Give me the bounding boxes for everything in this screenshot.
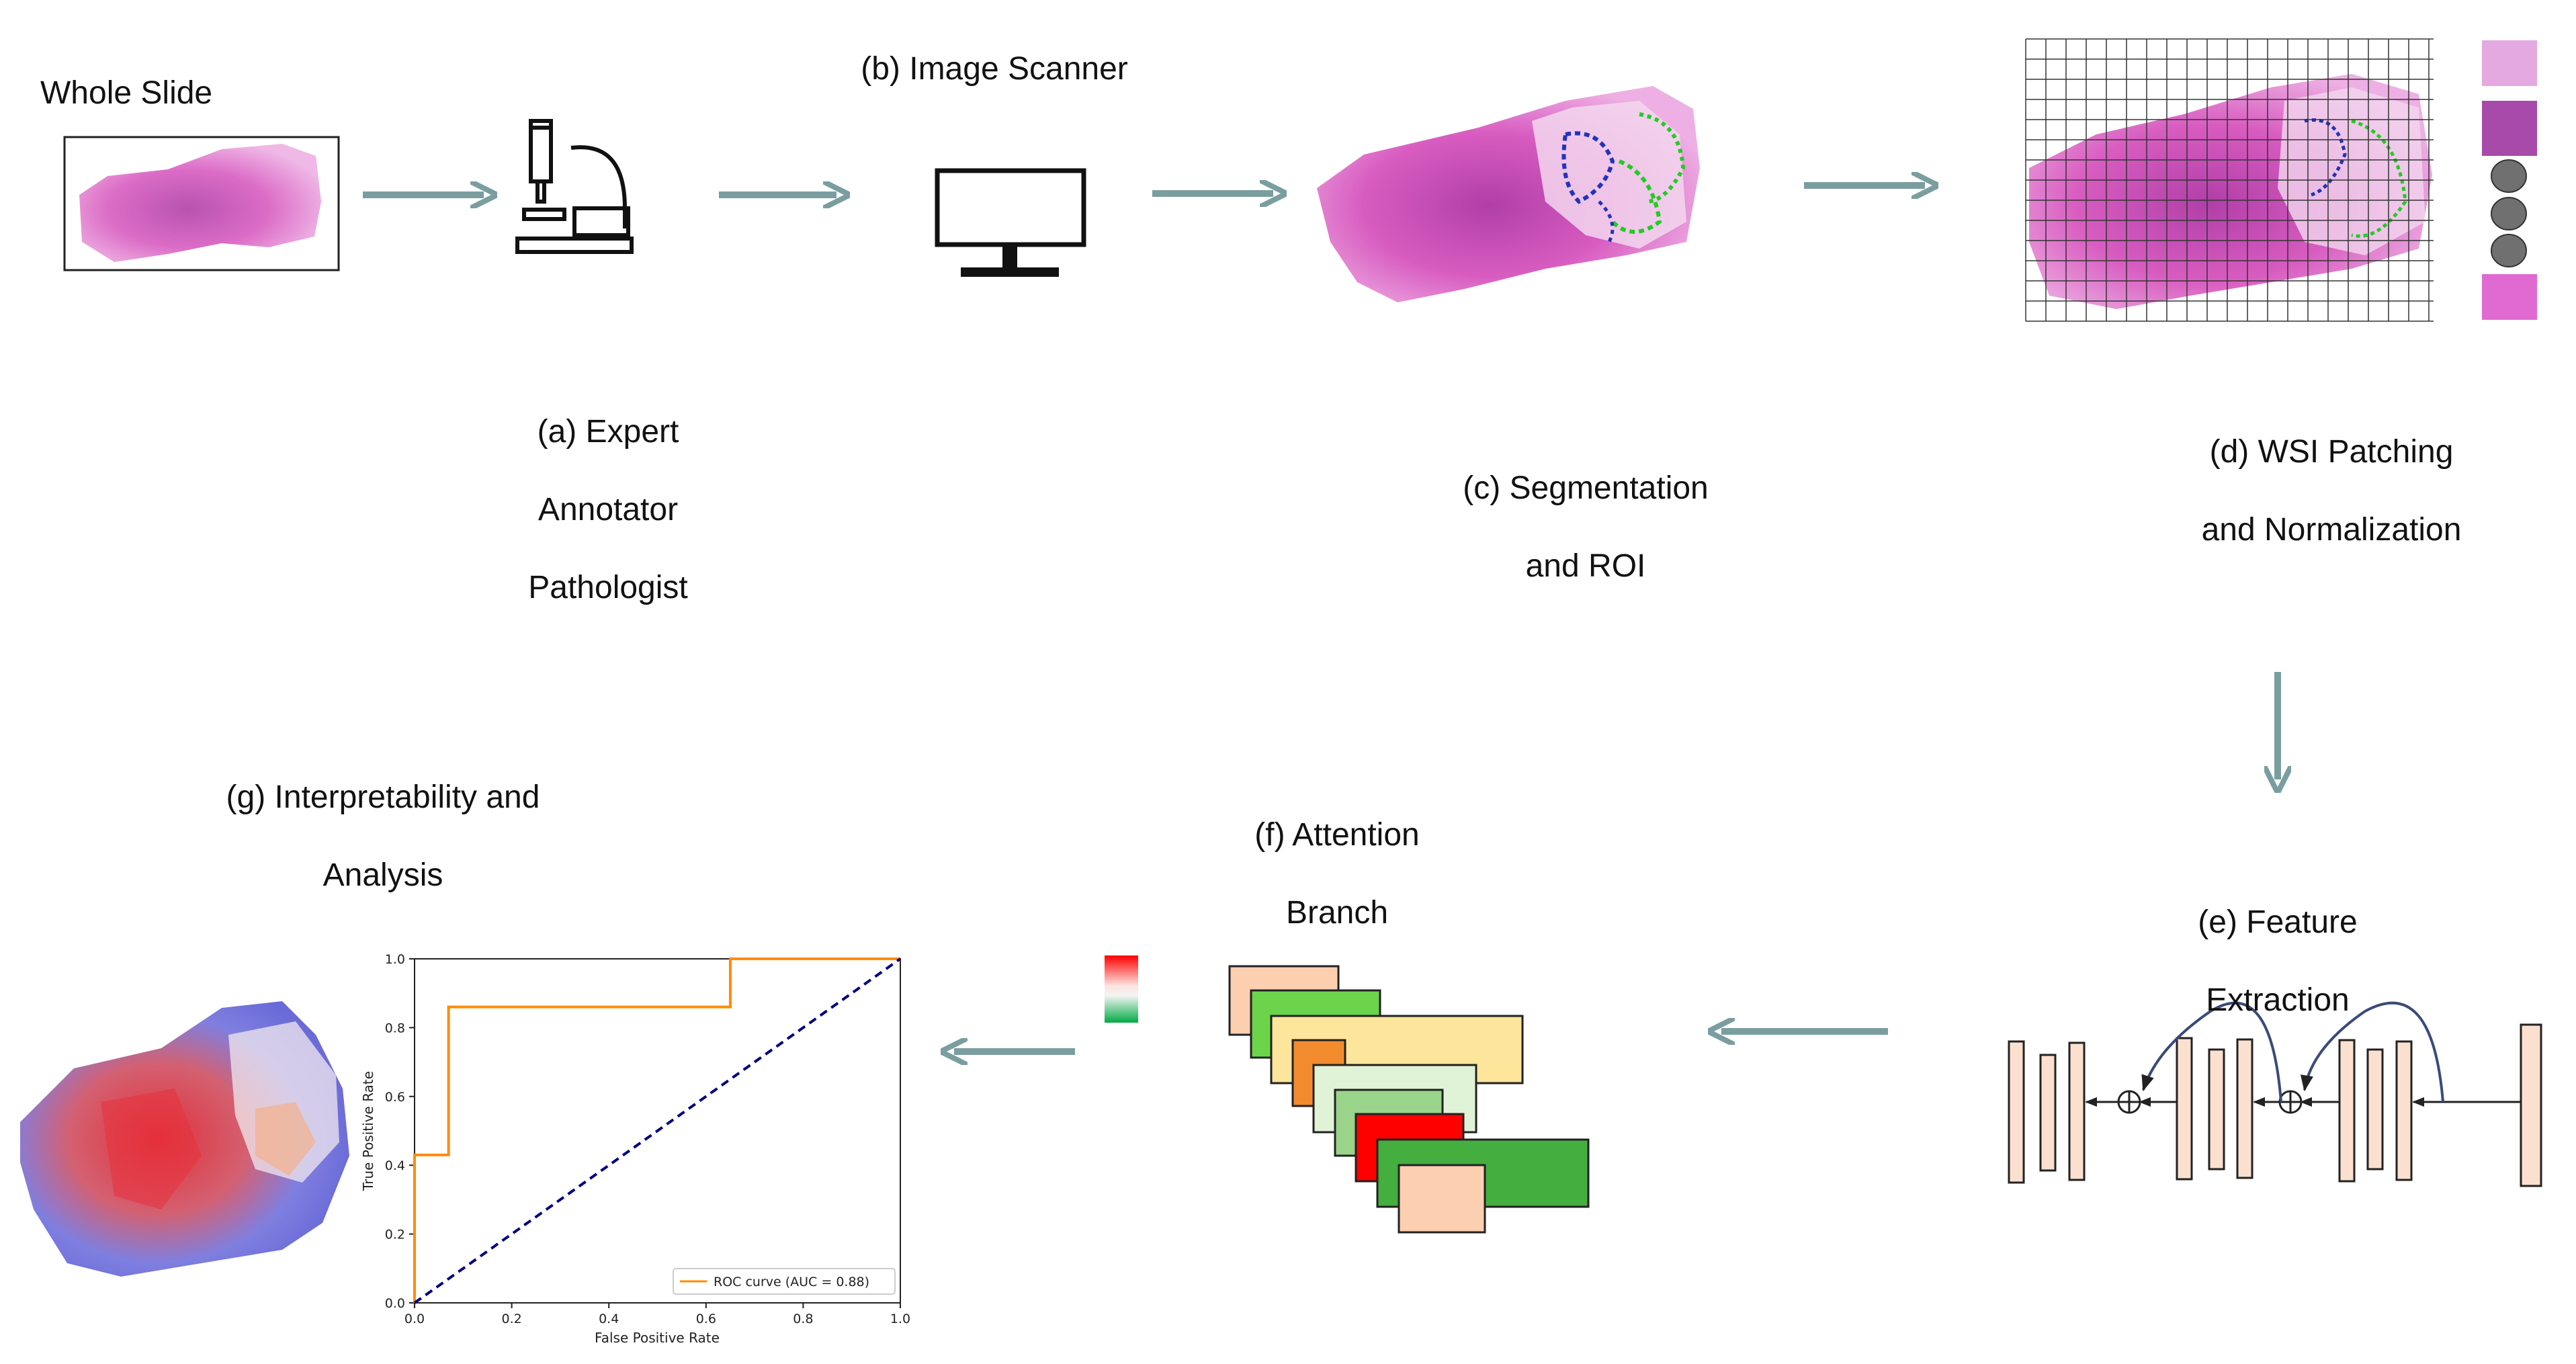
label-wsi-patching: (d) WSI Patching and Normalization [2201,434,2462,548]
y-tick-label: 0.4 [385,1158,405,1173]
feature-layer [2338,1039,2356,1183]
monitor-icon [935,168,1086,277]
feature-layer [2236,1038,2253,1179]
roc-x-axis-label: False Positive Rate [595,1330,720,1346]
whole-slide-panel [63,136,340,271]
x-tick-label: 0.0 [404,1312,425,1326]
circle-plus-icon [2278,1090,2303,1114]
wsi-patching-grid [2025,38,2434,322]
roc-chart: 0.0 0.2 0.4 0.6 0.8 1.0 0.0 0.2 0.4 0.6 0.8 1.0 ROC… [360,952,910,1346]
patch-thumbnails [2482,40,2537,320]
feature-extraction-network [2008,1001,2542,1187]
patch-thumbnail [2482,40,2537,86]
y-tick-label: 0.2 [385,1228,405,1242]
label-expert-annotator: (a) Expert Annotator Pathologist [528,414,688,605]
x-tick-label: 0.2 [501,1312,521,1326]
ellipsis-dot [2491,234,2527,267]
feature-layer [2395,1040,2413,1181]
x-tick-label: 0.8 [793,1312,813,1326]
x-tick-label: 1.0 [890,1312,910,1326]
feature-layer [2068,1041,2086,1181]
x-tick-label: 0.4 [599,1312,619,1326]
label-segmentation: (c) Segmentation and ROI [1463,470,1709,584]
segmentation-tissue-image [1317,86,1700,302]
label-whole-slide: Whole Slide [40,75,213,111]
y-tick-label: 0.8 [385,1021,405,1035]
label-feature-extraction: (e) Feature Extraction [2198,904,2358,1018]
y-tick-label: 0.0 [385,1296,405,1311]
circle-plus-icon [2117,1090,2141,1114]
feature-layer [2176,1037,2193,1181]
y-tick-label: 0.6 [385,1090,405,1105]
attention-branch-blocks [1228,965,1590,1234]
ellipsis-dot [2491,197,2527,230]
microscope-icon [515,119,634,254]
y-tick-label: 1.0 [385,952,405,967]
x-tick-label: 0.6 [696,1312,716,1326]
roc-y-axis-label: True Positive Rate [360,1071,376,1191]
label-attention-branch: (f) Attention Branch [1254,817,1420,931]
feature-layer [2520,1023,2542,1187]
label-image-scanner: (b) Image Scanner [861,51,1128,87]
whole-slide-tissue [79,144,321,262]
feature-layer [2039,1054,2057,1172]
ellipsis-dot [2491,159,2527,193]
patch-thumbnail [2482,274,2537,320]
attention-colorbar [1105,955,1138,1023]
patch-thumbnail [2482,101,2537,156]
feature-layer [2208,1048,2225,1170]
feature-layer [2366,1048,2384,1170]
roc-legend: ROC curve (AUC = 0.88) [673,1268,896,1295]
roc-curve-line [413,957,900,1303]
roc-legend-label: ROC curve (AUC = 0.88) [714,1275,869,1289]
feature-layer [2008,1040,2025,1184]
heatmap-tissue [20,1001,349,1277]
label-interpretability: (g) Interpretability and Analysis [226,779,540,893]
chance-diagonal-line [413,957,902,1304]
